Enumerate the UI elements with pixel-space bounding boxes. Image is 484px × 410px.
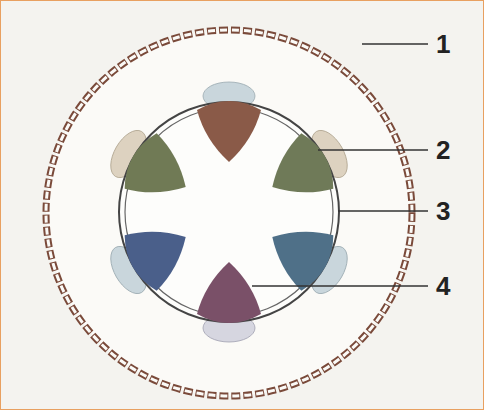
callout-number: 2 — [436, 137, 450, 163]
callout-number: 4 — [436, 273, 450, 299]
inner-ring — [119, 102, 339, 322]
callout-number: 1 — [436, 31, 450, 57]
callout-number: 3 — [436, 198, 450, 224]
leader-lines — [252, 44, 428, 286]
outer-layer-cells — [46, 30, 412, 396]
outer-patches — [103, 82, 354, 342]
outer-layer — [46, 30, 412, 396]
inner-lobes — [117, 101, 341, 323]
